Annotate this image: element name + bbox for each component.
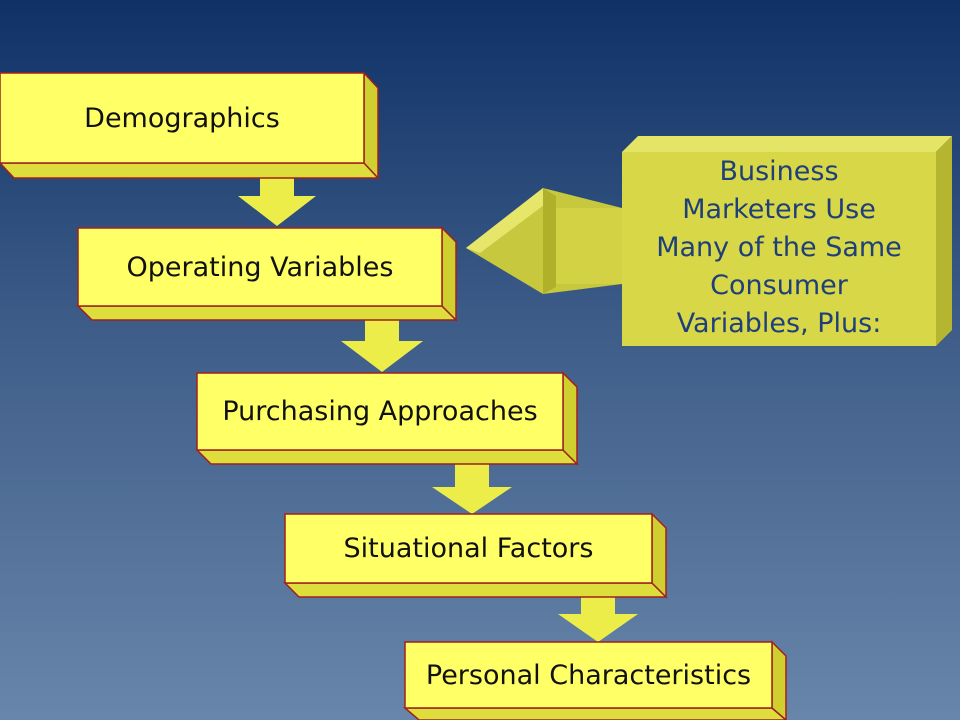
- step-label-demographics: Demographics: [84, 102, 280, 134]
- step-label-purchasing-approaches: Purchasing Approaches: [222, 396, 538, 427]
- step-box-5: [402, 640, 788, 720]
- callout-line: Variables, Plus:: [676, 308, 882, 339]
- callout-arrow: [466, 188, 622, 294]
- callout-line: Business: [719, 156, 839, 187]
- step-label-situational-factors: Situational Factors: [343, 533, 594, 564]
- down-arrow-1: [238, 170, 316, 226]
- step-box-2: [76, 226, 458, 322]
- callout-line: Marketers Use: [682, 194, 876, 225]
- callout-line: Many of the Same: [656, 232, 902, 263]
- step-box-4: [283, 512, 668, 599]
- step-label-operating-variables: Operating Variables: [126, 251, 394, 283]
- callout-line: Consumer: [710, 270, 848, 301]
- callout-text: Business Marketers Use Many of the Same …: [622, 152, 936, 344]
- down-arrow-4: [558, 588, 638, 642]
- step-label-personal-characteristics: Personal Characteristics: [425, 659, 752, 691]
- callout-box: [622, 136, 952, 346]
- down-arrow-2: [341, 316, 423, 372]
- step-box-1: [0, 71, 380, 180]
- down-arrow-3: [432, 462, 512, 514]
- step-box-3: [195, 371, 579, 466]
